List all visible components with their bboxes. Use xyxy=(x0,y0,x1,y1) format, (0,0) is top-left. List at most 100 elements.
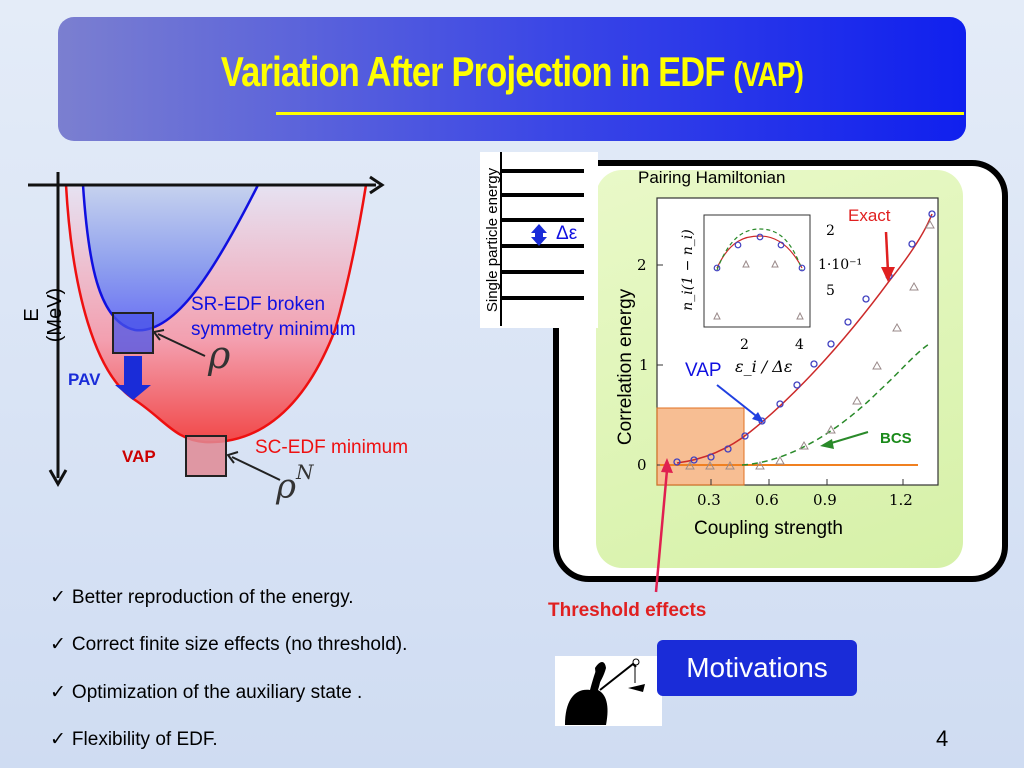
triangle-point xyxy=(799,440,809,450)
rho-pointer-head xyxy=(152,329,165,341)
level-scheme xyxy=(500,152,584,326)
delta-epsilon-label: Δε xyxy=(556,223,578,244)
inset-x-tick-0: 2 xyxy=(740,337,749,353)
inset-right-tick-1: 1·10⁻¹ xyxy=(818,257,863,273)
x-tick-3: 1.2 xyxy=(889,491,913,509)
bcs-arrow-head xyxy=(820,439,834,449)
rhon-pointer-head xyxy=(226,451,239,464)
triangle-point xyxy=(826,424,836,434)
bcs-label: BCS xyxy=(880,430,912,447)
vap-point xyxy=(793,381,801,389)
sr-edf-label: SR-EDF broken symmetry minimum xyxy=(191,292,356,342)
inset-right-tick-0: 2 xyxy=(826,223,835,239)
x-tick-1: 0.6 xyxy=(755,491,779,509)
sc-minimum-box xyxy=(185,435,227,477)
x-tick-2: 0.9 xyxy=(813,491,837,509)
sr-edf-label-line1: SR-EDF broken xyxy=(191,294,326,315)
vap-point xyxy=(908,240,916,248)
rhon-pointer-line xyxy=(231,456,281,481)
sr-minimum-box xyxy=(112,312,154,354)
sc-edf-label: SC-EDF minimum xyxy=(255,437,409,458)
vap-arrow-head xyxy=(752,412,764,423)
bullet-text: Better reproduction of the energy. xyxy=(71,587,354,608)
carrot-icon xyxy=(628,684,645,692)
y-tick-0: 0 xyxy=(637,456,647,474)
correlation-energy-label: Correlation energy xyxy=(615,288,636,446)
inset-bcs-curve xyxy=(716,228,803,271)
rho-symbol: ρ xyxy=(208,333,231,377)
page-title: Variation After Projection in EDF (VAP) xyxy=(92,48,932,96)
vap-point xyxy=(844,318,852,326)
rabbit-ear xyxy=(595,662,606,688)
rabbit-carrot-image xyxy=(555,656,662,726)
exact-arrow-line xyxy=(884,231,890,273)
rho-pointer-line xyxy=(157,333,206,357)
triangle-point xyxy=(725,460,735,470)
motivations-button[interactable]: Motivations xyxy=(657,640,857,696)
pav-arrow-shaft xyxy=(124,356,142,386)
inset-x-tick-1: 4 xyxy=(795,337,804,353)
pairing-plot-header: Pairing Hamiltonian xyxy=(638,168,786,187)
vap-point xyxy=(724,445,732,453)
blue-well-fill xyxy=(83,185,258,331)
axis-arrowhead-right xyxy=(369,175,385,195)
check-icon: ✓ xyxy=(50,682,66,703)
threshold-arrow-head xyxy=(661,458,673,473)
threshold-effects-label: Threshold effects xyxy=(548,600,707,621)
pav-arrow-head xyxy=(115,385,151,400)
check-icon: ✓ xyxy=(50,587,66,608)
rho-n-base: ρ xyxy=(276,466,296,507)
bcs-arrow-line xyxy=(827,431,869,445)
inset-xlabel: ε_i / Δε xyxy=(735,357,793,376)
check-icon: ✓ xyxy=(50,729,66,750)
triangle-point xyxy=(685,460,695,470)
triangle-point xyxy=(755,460,765,470)
level-scheme-axis-label: Single particle energy xyxy=(484,167,501,313)
vap-point xyxy=(810,360,818,368)
x-tick-0: 0.3 xyxy=(697,491,721,509)
axis-arrowhead-down xyxy=(48,469,68,488)
vap-point xyxy=(673,458,681,466)
vap-point xyxy=(741,432,749,440)
exact-label: Exact xyxy=(848,206,891,225)
vap-point xyxy=(776,400,784,408)
bullet-item: ✓Correct finite size effects (no thresho… xyxy=(50,633,407,656)
page-number: 4 xyxy=(936,726,949,751)
vap-point xyxy=(707,453,715,461)
rod-reel xyxy=(632,658,640,666)
check-icon: ✓ xyxy=(50,634,66,655)
triangle-point xyxy=(909,281,919,291)
bullet-item: ✓Better reproduction of the energy. xyxy=(50,586,354,609)
threshold-arrow-line xyxy=(654,469,669,593)
vap-point xyxy=(690,456,698,464)
vap-arrow-line xyxy=(716,384,761,420)
y-tick-1: 1 xyxy=(639,356,649,374)
triangle-point xyxy=(892,322,902,332)
bullet-item: ✓Flexibility of EDF. xyxy=(50,728,218,751)
exact-arrow-head xyxy=(881,267,895,282)
triangle-point xyxy=(925,219,935,229)
bullet-text: Correct finite size effects (no threshol… xyxy=(71,634,408,655)
inset-vap-points xyxy=(713,233,806,272)
energy-axis-label: E (MeV) xyxy=(21,287,66,343)
sr-edf-label-line2: symmetry minimum xyxy=(191,319,356,340)
triangle-points xyxy=(685,219,935,470)
rho-n-exponent: N xyxy=(296,460,314,484)
inset-plot-area xyxy=(703,214,811,328)
bullet-text: Flexibility of EDF. xyxy=(71,729,218,750)
correlation-energy-plot xyxy=(656,197,939,486)
inset-exact-curve xyxy=(716,235,803,269)
rho-n-symbol: ρN xyxy=(276,460,314,507)
triangle-point xyxy=(705,460,715,470)
y-tick-2: 2 xyxy=(637,256,647,274)
energy-diagram xyxy=(28,172,385,488)
vap-point xyxy=(827,340,835,348)
title-main: Variation After Projection in EDF xyxy=(220,48,725,95)
inset-ylabel: n_i(1 − n_i) xyxy=(680,229,696,311)
threshold-arrow xyxy=(654,458,673,593)
title-underline xyxy=(276,112,964,115)
title-banner xyxy=(58,17,966,141)
pav-label: PAV xyxy=(68,370,101,389)
vap-left-label: VAP xyxy=(122,447,156,466)
inset-triangles xyxy=(713,259,804,320)
